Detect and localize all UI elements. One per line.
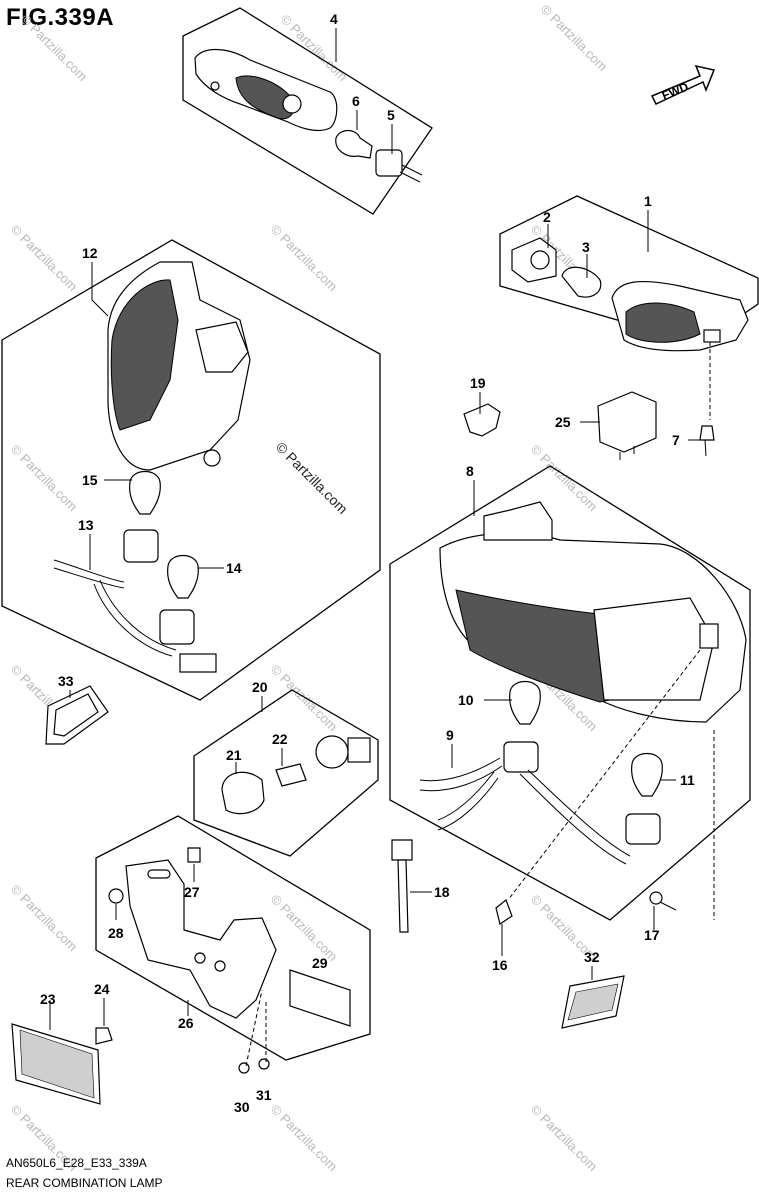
callout-17: 17 <box>644 927 660 943</box>
callout-27: 27 <box>184 884 200 900</box>
callout-5: 5 <box>387 107 395 123</box>
watermark: © Partzilla.com <box>268 222 341 295</box>
watermark: © Partzilla.com <box>278 12 351 85</box>
watermark: © Partzilla.com <box>8 222 81 295</box>
callout-7: 7 <box>672 432 680 448</box>
group-box-20 <box>193 689 379 857</box>
callout-25: 25 <box>555 414 571 430</box>
callout-9: 9 <box>446 727 454 743</box>
group-box-12 <box>1 239 381 701</box>
callout-leaders <box>49 28 702 1030</box>
part-17-screw <box>649 891 677 911</box>
part-18-cable-tie <box>391 839 413 933</box>
part-23-reflector <box>11 1023 101 1105</box>
forward-arrow-icon: FWD <box>650 64 716 105</box>
callout-31: 31 <box>256 1087 272 1103</box>
group-box-26 <box>11 815 371 1105</box>
model-code: AN650L6_E28_E33_339A <box>6 1156 147 1170</box>
figure-caption: REAR COMBINATION LAMP <box>6 1176 163 1190</box>
part-16-pad <box>495 899 513 925</box>
callout-12: 12 <box>82 245 98 261</box>
callout-23: 23 <box>40 991 56 1007</box>
callout-3: 3 <box>582 239 590 255</box>
callout-15: 15 <box>82 472 98 488</box>
figure-title: FIG.339A <box>6 4 115 31</box>
callout-10: 10 <box>458 692 474 708</box>
group-box-1 <box>499 195 759 457</box>
callout-26: 26 <box>178 1015 194 1031</box>
callout-8: 8 <box>466 463 474 479</box>
group-box-8 <box>389 465 751 921</box>
callout-22: 22 <box>272 731 288 747</box>
watermark: © Partzilla.com <box>268 892 341 965</box>
part-32-reflector <box>561 975 625 1029</box>
watermark: © Partzilla.com <box>8 442 81 515</box>
callout-6: 6 <box>352 93 360 109</box>
watermark: © Partzilla.com <box>18 12 91 85</box>
group-box-4 <box>182 7 433 215</box>
watermark: © Partzilla.com <box>538 2 611 75</box>
fwd-label: FWD <box>660 79 691 102</box>
callout-labels: 4 6 5 1 2 3 12 19 25 7 8 15 13 14 33 20 … <box>40 11 695 1115</box>
callout-32: 32 <box>584 949 600 965</box>
watermark-center: © Partzilla.com <box>273 439 351 517</box>
callout-4: 4 <box>330 11 338 27</box>
callout-18: 18 <box>434 884 450 900</box>
callout-24: 24 <box>94 981 110 997</box>
callout-1: 1 <box>644 193 652 209</box>
callout-19: 19 <box>470 375 486 391</box>
callout-29: 29 <box>312 955 328 971</box>
callout-21: 21 <box>226 747 242 763</box>
callout-30: 30 <box>234 1099 250 1115</box>
part-25-relay <box>597 391 657 460</box>
callout-20: 20 <box>252 679 268 695</box>
callout-16: 16 <box>492 957 508 973</box>
callout-33: 33 <box>58 673 74 689</box>
callout-11: 11 <box>680 772 695 788</box>
part-19-clip <box>463 403 501 437</box>
callout-14: 14 <box>226 560 242 576</box>
watermark: © Partzilla.com <box>268 1102 341 1175</box>
part-33-reflector <box>45 685 109 745</box>
callout-13: 13 <box>78 517 94 533</box>
watermark: © Partzilla.com <box>528 1102 601 1175</box>
callout-2: 2 <box>543 209 551 225</box>
watermark: © Partzilla.com <box>8 882 81 955</box>
callout-28: 28 <box>108 925 124 941</box>
